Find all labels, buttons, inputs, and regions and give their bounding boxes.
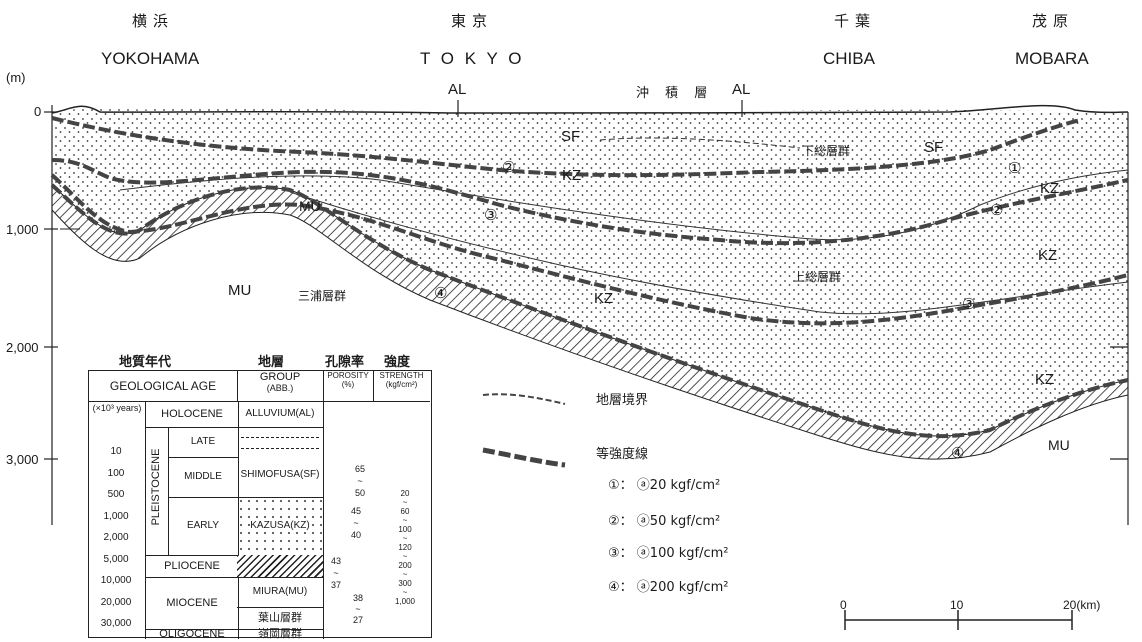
legend-item-1: ①： ⓐ20 kgf/cm² bbox=[608, 478, 721, 493]
scale-tick-10: 10 bbox=[950, 598, 964, 612]
table-head-strength: STRENGTH (kgf/cm²) bbox=[373, 371, 430, 402]
location-mobara-en: MOBARA bbox=[1015, 49, 1089, 68]
label-mu-2: MU bbox=[228, 282, 252, 299]
isostrength-line-4 bbox=[50, 183, 1129, 439]
legend-item-3: ③： ⓐ100 kgf/cm² bbox=[608, 546, 729, 561]
legend-item-2: ②： ⓐ50 kgf/cm² bbox=[608, 514, 721, 529]
circled-2-left: ② bbox=[502, 158, 516, 176]
table-head-group: GROUP (ABB.) bbox=[237, 371, 324, 402]
circled-3-left: ③ bbox=[484, 206, 498, 224]
label-al-left: AL bbox=[448, 81, 467, 98]
years-label: (×10³ years) bbox=[92, 403, 142, 413]
years-column: 10 100 500 1,000 2,000 5,000 10,000 20,0… bbox=[100, 446, 132, 629]
legend-item-4: ④： ⓐ200 kgf/cm² bbox=[608, 580, 729, 595]
group-column: ALLUVIUM(AL) SHIMOFUSA(SF) KAZUSA(KZ) MI… bbox=[237, 401, 324, 640]
epoch-column: HOLOCENE PLEISTOCENE LATE MIDDLE EARLY P… bbox=[145, 401, 239, 630]
table-head-group-jp: 地層 bbox=[258, 355, 285, 370]
location-mobara-jp: 茂原 bbox=[1032, 12, 1075, 30]
label-sf-left: SF bbox=[561, 128, 581, 145]
isostrength-line-3 bbox=[50, 173, 1129, 326]
porosity-kz: 45~40 bbox=[351, 506, 362, 540]
location-chiba-en: CHIBA bbox=[823, 49, 875, 68]
location-chiba-jp: 千葉 bbox=[834, 12, 877, 30]
circled-3-right: ③ bbox=[962, 295, 976, 313]
label-mu-3: MU bbox=[1048, 437, 1070, 453]
table-head-age-jp: 地質年代 bbox=[119, 355, 172, 370]
epoch-miocene: MIOCENE bbox=[146, 577, 238, 630]
epoch-oligocene: OLIGOCENE bbox=[145, 629, 239, 640]
epoch-pliocene: PLIOCENE bbox=[146, 555, 238, 578]
porosity-old: 38~27 bbox=[353, 593, 364, 625]
boundary-kz-2 bbox=[289, 191, 1129, 315]
label-sf-right: SF bbox=[924, 139, 944, 156]
group-mineoka: 嶺岡層群 bbox=[258, 628, 302, 640]
legend-boundary-sample bbox=[482, 393, 566, 405]
label-al-right: AL bbox=[732, 81, 751, 98]
scale-tick-20km: 20(km) bbox=[1063, 598, 1101, 612]
depth-tick-3000: 3,000 bbox=[6, 452, 39, 467]
label-shimofusa: 下総層群 bbox=[802, 144, 851, 158]
circled-1-right: ① bbox=[1008, 159, 1022, 177]
table-head-age: GEOLOGICAL AGE bbox=[89, 371, 238, 402]
depth-tick-2000: 2,000 bbox=[6, 340, 39, 355]
table-head-porosity-jp: 孔隙率 bbox=[325, 355, 365, 370]
ground-surface bbox=[51, 104, 1129, 115]
label-kz-5: KZ bbox=[1035, 371, 1055, 388]
group-shimofusa-cell: SHIMOFUSA(SF) bbox=[237, 427, 323, 498]
isostrength-line-1 bbox=[51, 116, 1081, 178]
location-tokyo-en: T O K Y O bbox=[420, 49, 525, 68]
circled-4-right: ④ bbox=[951, 444, 965, 462]
strength-values: 20~ 60~ 100~ 120~ 200~ 300~ 1,000 bbox=[394, 489, 416, 606]
group-miura-hatch bbox=[237, 555, 323, 578]
porosity-mu: 43~37 bbox=[331, 556, 342, 590]
label-kazusa: 上総層群 bbox=[793, 270, 842, 284]
label-kz-4: KZ bbox=[594, 290, 614, 307]
epoch-holocene: HOLOCENE bbox=[146, 401, 238, 428]
depth-unit: (m) bbox=[6, 70, 26, 85]
table-head-porosity: POROSITY (%) bbox=[323, 371, 374, 402]
legend-isostrength-label: 等強度線 bbox=[596, 447, 649, 462]
circled-4-left: ④ bbox=[434, 284, 448, 302]
scale-tick-0: 0 bbox=[840, 598, 847, 612]
epoch-pleistocene: PLEISTOCENE bbox=[150, 448, 162, 526]
circled-2-right: ② bbox=[990, 201, 1004, 219]
legend-isostrength-sample bbox=[482, 447, 566, 468]
geologic-time-table: GEOLOGICAL AGE GROUP (ABB.) POROSITY (%)… bbox=[88, 370, 432, 640]
group-alluvium: ALLUVIUM(AL) bbox=[237, 401, 323, 428]
group-hayama: 葉山層群 bbox=[237, 607, 323, 630]
epoch-early: EARLY bbox=[168, 497, 238, 556]
location-yokohama-jp: 横浜 bbox=[132, 12, 175, 30]
label-kz-2: KZ bbox=[1040, 180, 1060, 197]
group-kazusa: KAZUSA(KZ) bbox=[237, 497, 323, 556]
location-yokohama-en: YOKOHAMA bbox=[101, 49, 200, 68]
label-alluvium: 沖 積 層 bbox=[636, 86, 714, 101]
boundary-kz-1 bbox=[119, 169, 1129, 241]
epoch-late: LATE bbox=[168, 427, 238, 458]
label-miura: 三浦層群 bbox=[298, 289, 347, 303]
label-kz-1: KZ bbox=[562, 167, 582, 184]
epoch-middle: MIDDLE bbox=[168, 457, 238, 498]
group-miura: MIURA(MU) bbox=[237, 577, 323, 608]
group-shimofusa: SHIMOFUSA(SF) bbox=[240, 469, 320, 480]
isostrength-line-2 bbox=[51, 158, 1129, 246]
depth-tick-1000: 1,000 bbox=[6, 222, 39, 237]
boundary-sf bbox=[599, 137, 801, 149]
epoch-pleistocene-cell: PLEISTOCENE bbox=[146, 427, 169, 556]
label-kz-3: KZ bbox=[1038, 247, 1058, 264]
depth-tick-0: 0 bbox=[34, 104, 42, 119]
label-mu-1: MU bbox=[299, 198, 321, 214]
table-head-strength-jp: 強度 bbox=[384, 355, 411, 370]
porosity-sf: 65~50 bbox=[355, 464, 366, 498]
location-tokyo-jp: 東京 bbox=[451, 12, 494, 30]
legend-boundary-label: 地層境界 bbox=[596, 393, 649, 408]
